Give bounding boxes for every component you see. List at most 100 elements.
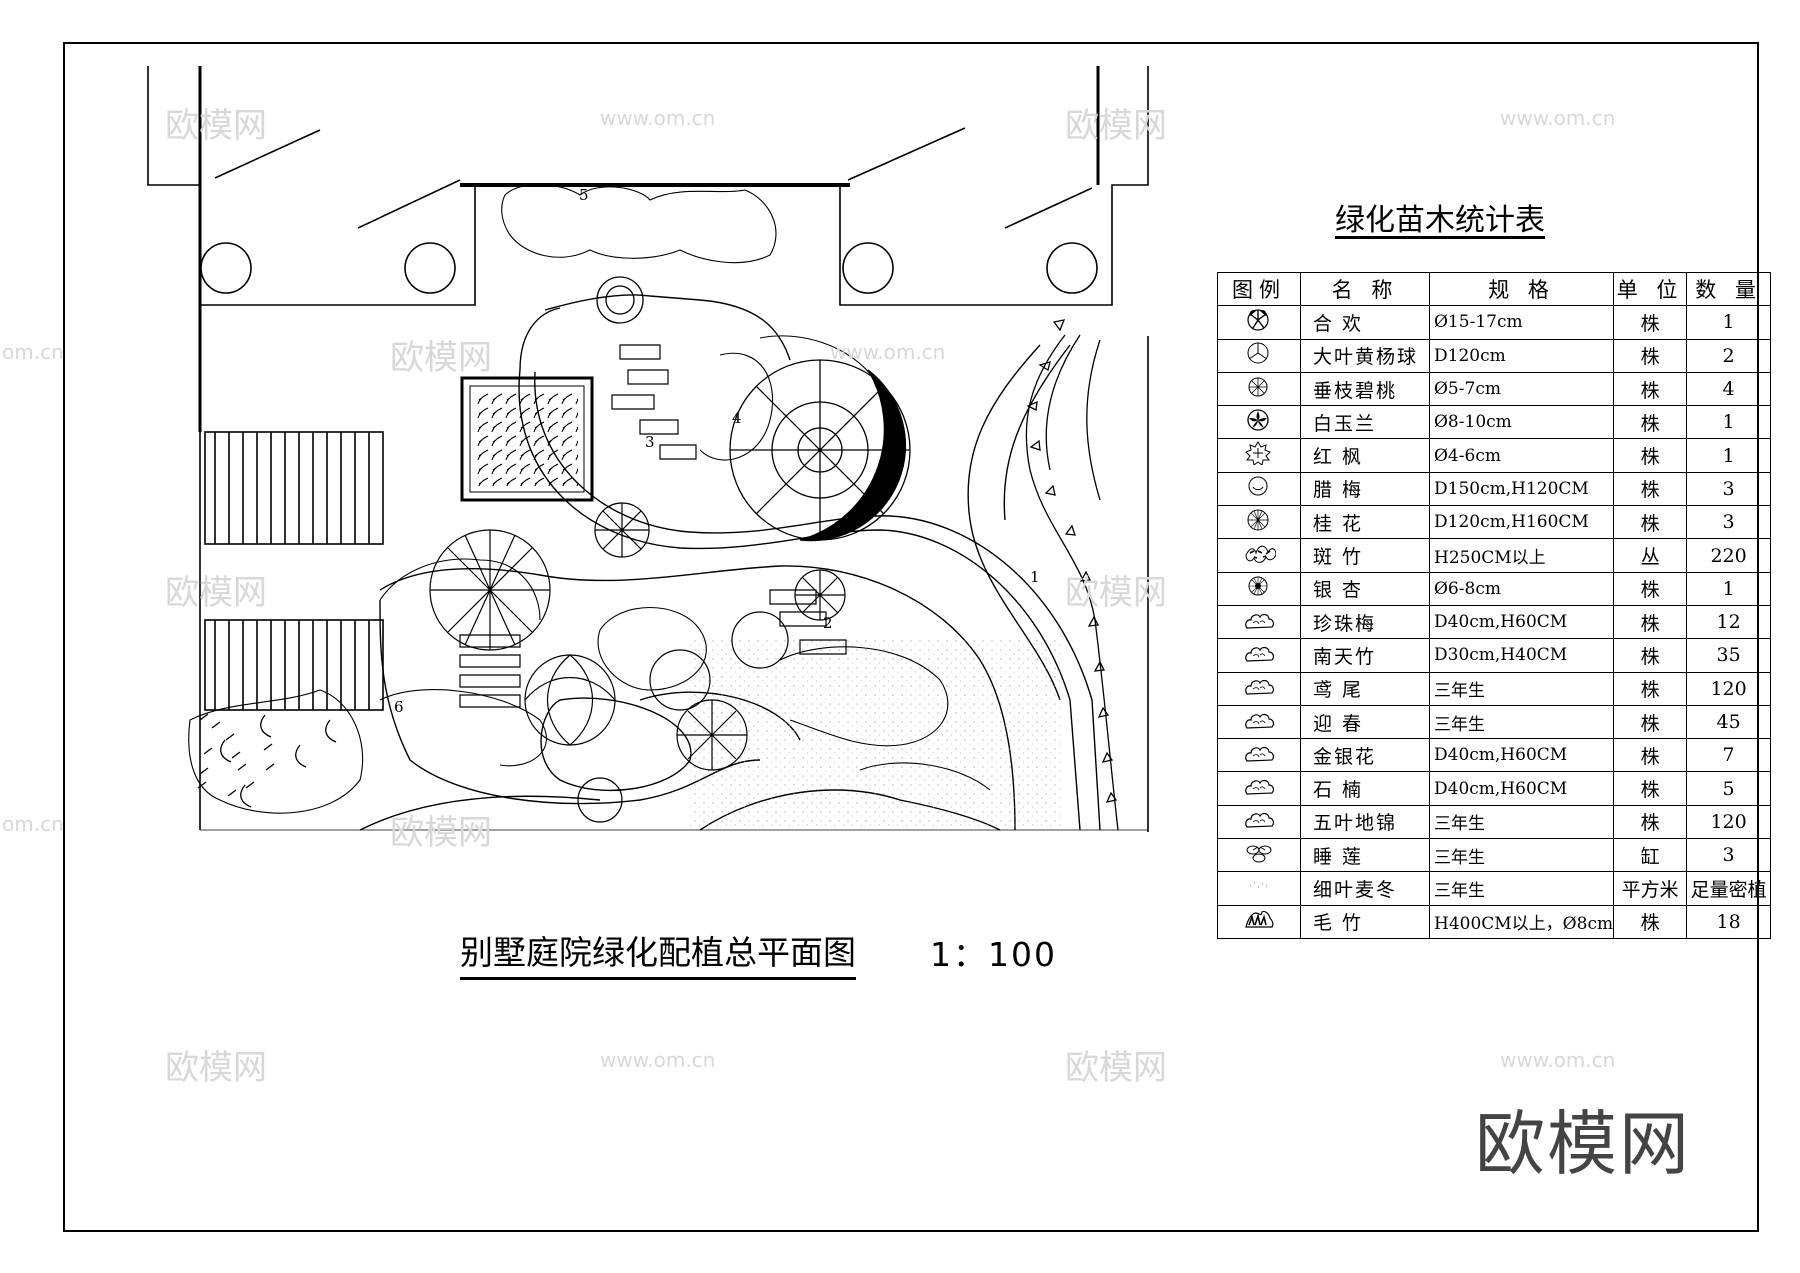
plant-name: 南天竹: [1300, 638, 1430, 673]
watermark: 欧模网: [165, 1048, 267, 1088]
plant-name: 合 欢: [1300, 305, 1430, 340]
plant-name: 细叶麦冬: [1300, 871, 1430, 906]
plant-unit: 株: [1613, 371, 1688, 407]
plant-unit: 株: [1613, 471, 1688, 507]
shrub-cloud-icon: [1245, 813, 1275, 829]
plant-spec: Ø6-8cm: [1428, 571, 1615, 606]
plant-qty: 35: [1686, 638, 1772, 673]
legend-cell: [1217, 838, 1301, 873]
plant-spec: D40cm,H60CM: [1428, 771, 1615, 806]
legend-cell: [1217, 638, 1301, 673]
plant-name: 鸢 尾: [1300, 671, 1430, 706]
plant-name: 斑 竹: [1300, 538, 1430, 573]
plant-spec: D40cm,H60CM: [1428, 738, 1615, 773]
stepping-stones: [459, 344, 847, 708]
area-label-5: 5: [579, 186, 589, 204]
plant-unit: 株: [1613, 771, 1688, 806]
plant-spec: Ø15-17cm: [1428, 305, 1615, 340]
plant-qty: 220: [1686, 538, 1772, 573]
area-label-3: 3: [645, 433, 655, 451]
plant-qty: 4: [1686, 371, 1772, 407]
area-label-2: 2: [823, 614, 833, 632]
watermark: 欧模网: [390, 338, 492, 378]
plant-qty: 1: [1686, 405, 1772, 440]
plant-unit: 株: [1613, 604, 1688, 640]
plant-qty: 5: [1686, 771, 1772, 806]
legend-cell: [1217, 371, 1301, 407]
plant-spec: 三年生: [1428, 704, 1615, 740]
watermark: 欧模网: [1065, 573, 1167, 613]
shrub-cloud-icon: [1245, 780, 1275, 795]
plant-spec: Ø8-10cm: [1428, 405, 1615, 440]
legend-cell: [1217, 704, 1301, 740]
plant-name: 五叶地锦: [1300, 804, 1430, 840]
shrub-cloud-icon: [1245, 646, 1275, 662]
header-qty: 数 量: [1686, 271, 1772, 307]
watermark-url: www.om.cn: [1500, 106, 1616, 130]
plant-name: 睡 莲: [1300, 838, 1430, 873]
grass-dots-icon: [1250, 882, 1267, 888]
watermark: 欧模网: [165, 573, 267, 613]
plant-spec: D40cm,H60CM: [1428, 604, 1615, 640]
plant-spec: D150cm,H120CM: [1428, 471, 1615, 507]
plant-unit: 株: [1613, 704, 1688, 740]
legend-cell: [1217, 871, 1301, 906]
plant-table-title: 绿化苗木统计表: [1335, 203, 1545, 238]
magnolia-icon: [1247, 409, 1269, 431]
plant-spec: D120cm,H160CM: [1428, 505, 1615, 540]
plant-spec: D30cm,H40CM: [1428, 638, 1615, 673]
plant-qty: 18: [1686, 904, 1772, 939]
legend-cell: [1217, 904, 1301, 939]
shrub-cloud-icon: [1245, 746, 1275, 762]
legend-cell: [1217, 438, 1301, 473]
plant-spec: 三年生: [1428, 804, 1615, 840]
plant-name: 红 枫: [1300, 438, 1430, 473]
plant-name: 桂 花: [1300, 505, 1430, 540]
header-name: 名 称: [1300, 271, 1430, 307]
plant-unit: 株: [1613, 438, 1688, 473]
plant-qty: 120: [1686, 671, 1772, 706]
spotted-bamboo-icon: [1245, 545, 1277, 563]
fountain: [596, 276, 644, 324]
pavilion-deck: [460, 376, 594, 502]
plant-qty: 3: [1686, 471, 1772, 507]
plant-name: 珍珠梅: [1300, 604, 1430, 640]
plant-qty: 1: [1686, 438, 1772, 473]
plan-scale: 1：100: [930, 935, 1057, 974]
plant-qty: 45: [1686, 704, 1772, 740]
plant-unit: 株: [1613, 638, 1688, 673]
plant-qty: 1: [1686, 305, 1772, 340]
plant-name: 大叶黄杨球: [1300, 338, 1430, 373]
watermark: 欧模网: [1065, 1048, 1167, 1088]
plant-name: 金银花: [1300, 738, 1430, 773]
header-legend: 图例: [1217, 271, 1301, 307]
plant-qty: 2: [1686, 338, 1772, 373]
hehuan-tree-icon: [1247, 309, 1269, 331]
header-unit: 单 位: [1613, 271, 1688, 307]
watermark: 欧模网: [1065, 106, 1167, 146]
plant-spec: 三年生: [1428, 871, 1615, 906]
plant-name: 迎 春: [1300, 704, 1430, 740]
lawn-area: [690, 640, 1060, 830]
moso-bamboo-icon: [1245, 911, 1274, 928]
watermark-url: www.om.cn: [830, 340, 946, 364]
legend-cell: [1217, 738, 1301, 773]
bamboo-hedges: [197, 319, 1119, 831]
shrub-cloud-icon: [1245, 713, 1275, 729]
plant-name: 石 楠: [1300, 771, 1430, 806]
area-label-6: 6: [394, 698, 404, 716]
plant-name: 腊 梅: [1300, 471, 1430, 507]
legend-cell: [1217, 804, 1301, 840]
